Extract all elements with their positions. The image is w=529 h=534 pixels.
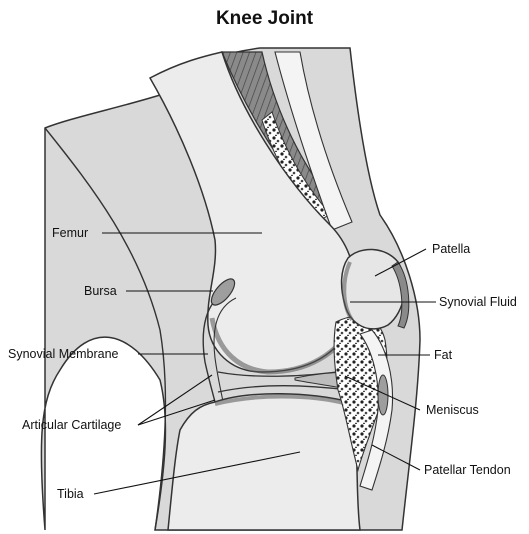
- label-patellar-tendon: Patellar Tendon: [424, 463, 511, 477]
- label-synovial-fluid: Synovial Fluid: [439, 295, 517, 309]
- tibia-bone: [168, 394, 360, 530]
- label-fat: Fat: [434, 348, 453, 362]
- label-femur: Femur: [52, 226, 88, 240]
- label-synovial-membrane: Synovial Membrane: [8, 347, 119, 361]
- label-bursa: Bursa: [84, 284, 117, 298]
- label-patella: Patella: [432, 242, 470, 256]
- label-meniscus: Meniscus: [426, 403, 479, 417]
- label-articular-cartilage: Articular Cartilage: [22, 418, 121, 432]
- label-tibia: Tibia: [57, 487, 84, 501]
